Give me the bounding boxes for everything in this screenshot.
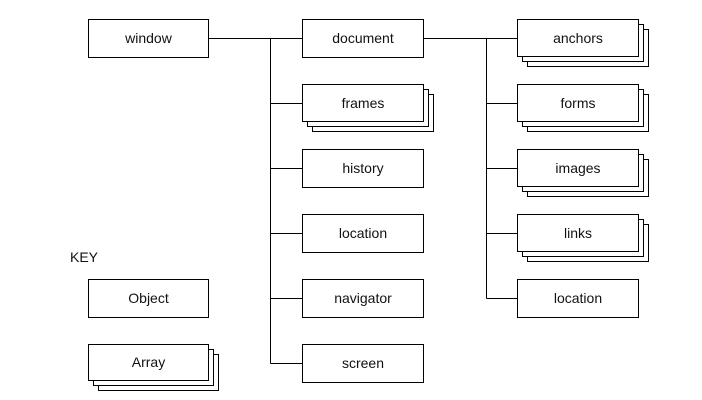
key-object: Object — [88, 279, 209, 318]
node-doc-location-label: location — [554, 290, 602, 306]
node-location-label: location — [339, 225, 387, 241]
node-screen-label: screen — [342, 355, 384, 371]
node-screen: screen — [302, 344, 424, 383]
key-array: Array — [88, 344, 219, 391]
node-images-label: images — [555, 160, 600, 176]
node-frames: frames — [302, 84, 434, 132]
node-doc-location: location — [517, 279, 639, 318]
key-legend: KEY Object Array — [70, 249, 219, 391]
node-history-label: history — [342, 160, 383, 176]
key-array-label: Array — [132, 354, 165, 370]
key-object-label: Object — [128, 290, 169, 306]
node-document: document — [302, 19, 424, 58]
node-window-label: window — [124, 30, 173, 46]
node-location: location — [302, 214, 424, 253]
node-window: window — [88, 19, 209, 58]
node-navigator-label: navigator — [334, 290, 392, 306]
node-images: images — [517, 149, 649, 197]
node-document-label: document — [332, 30, 394, 46]
node-anchors-label: anchors — [553, 30, 603, 46]
node-forms-label: forms — [561, 95, 596, 111]
key-title: KEY — [70, 249, 99, 265]
node-forms: forms — [517, 84, 649, 132]
node-links-label: links — [564, 225, 592, 241]
node-history: history — [302, 149, 424, 188]
node-anchors: anchors — [517, 19, 649, 67]
node-frames-label: frames — [342, 95, 385, 111]
node-links: links — [517, 214, 649, 262]
node-navigator: navigator — [302, 279, 424, 318]
connectors — [209, 38, 517, 364]
